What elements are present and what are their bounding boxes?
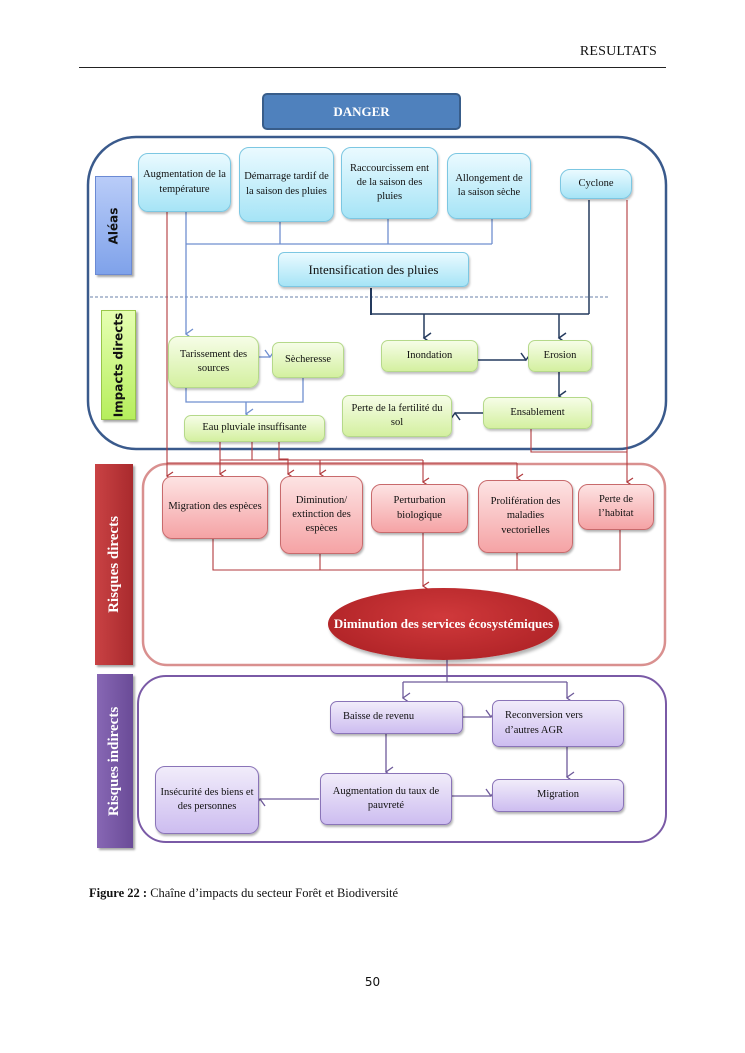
- alea-cyclone: Cyclone: [560, 169, 632, 199]
- risque-insecurite-biens-personnes: Insécurité des biens et des personnes: [155, 766, 259, 834]
- alea-allongement-saison-seche: Allongement de la saison sèche: [447, 153, 531, 219]
- figure-caption: Figure 22 : Chaîne d’impacts du secteur …: [89, 886, 398, 901]
- figure-caption-text: Chaîne d’impacts du secteur Forêt et Bio…: [147, 886, 399, 900]
- risque-reconversion-agr: Reconversion vers d’autres AGR: [492, 700, 624, 747]
- side-label-risques-directs: Risques directs: [95, 464, 133, 665]
- page-number: 50: [364, 975, 381, 989]
- impact-secheresse: Sècheresse: [272, 342, 344, 378]
- impact-eau-pluviale-insuffisante: Eau pluviale insuffisante: [184, 415, 325, 442]
- risque-perturbation-biologique: Perturbation biologique: [371, 484, 468, 533]
- alea-augmentation-temperature: Augmentation de la température: [138, 153, 231, 212]
- impact-ensablement: Ensablement: [483, 397, 592, 429]
- risque-migration-especes: Migration des espèces: [162, 476, 268, 539]
- risque-migration: Migration: [492, 779, 624, 812]
- header-rule: [79, 67, 666, 68]
- alea-demarrage-tardif: Démarrage tardif de la saison des pluies: [239, 147, 334, 222]
- risque-perte-habitat: Perte de l’habitat: [578, 484, 654, 530]
- side-label-risques-indirects: Risques indirects: [97, 674, 133, 848]
- intensification-des-pluies: Intensification des pluies: [278, 252, 469, 287]
- risque-diminution-extinction-especes: Diminution/ extinction des espèces: [280, 476, 363, 554]
- diminution-services-ecosystemiques: Diminution des services écosystémiques: [328, 588, 559, 660]
- impact-inondation: Inondation: [381, 340, 478, 372]
- impact-perte-fertilite-sol: Perte de la fertilité du sol: [342, 395, 452, 437]
- side-label-impacts-directs: Impacts directs: [101, 310, 136, 420]
- danger-header: DANGER: [262, 93, 461, 130]
- side-label-aleas: Aléas: [95, 176, 132, 275]
- alea-raccourcissement: Raccourcissem ent de la saison des pluie…: [341, 147, 438, 219]
- impact-erosion: Erosion: [528, 340, 592, 372]
- risque-augmentation-pauvrete: Augmentation du taux de pauvreté: [320, 773, 452, 825]
- impact-tarissement-sources: Tarissement des sources: [168, 336, 259, 388]
- risque-proliferation-maladies: Prolifération des maladies vectorielles: [478, 480, 573, 553]
- collector-inondation-erosion: [370, 200, 590, 421]
- figure-caption-label: Figure 22 :: [89, 886, 148, 900]
- risque-baisse-revenu: Baisse de revenu: [330, 701, 463, 734]
- section-title: RESULTATS: [579, 44, 657, 59]
